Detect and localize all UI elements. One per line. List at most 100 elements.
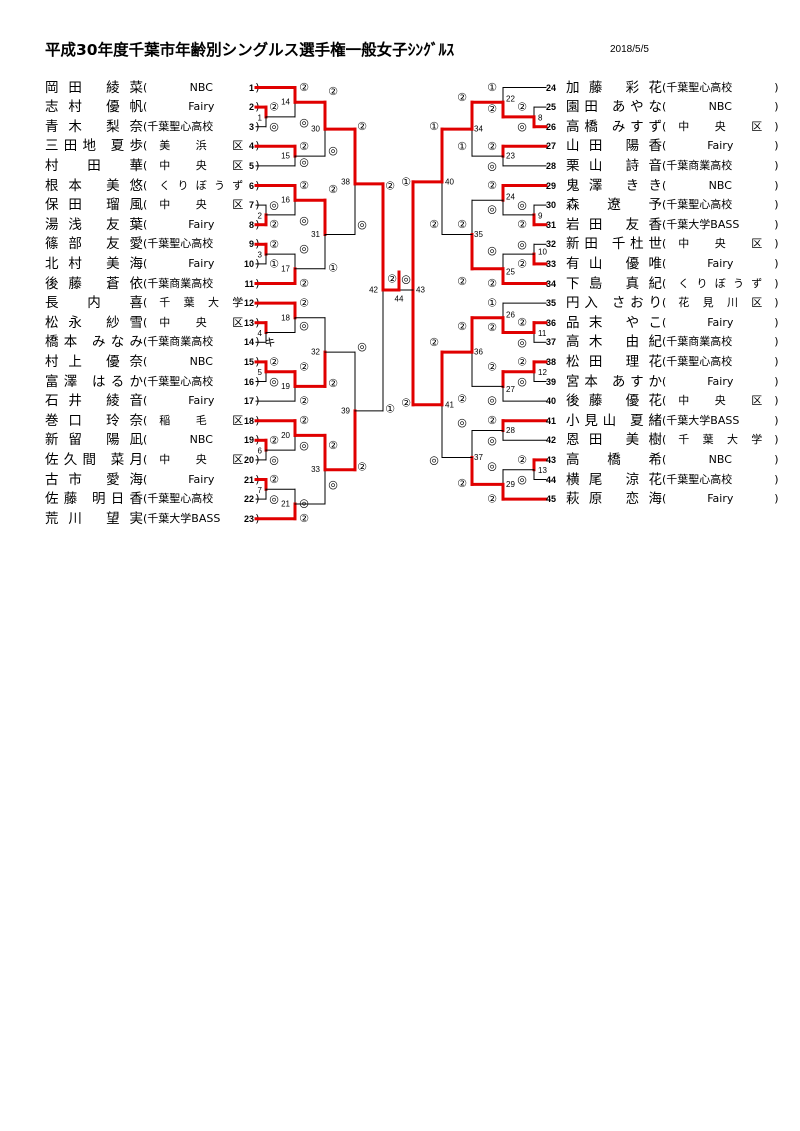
score-mark: ◎ xyxy=(517,238,527,251)
match-number: 7 xyxy=(258,486,263,495)
player-entry: 森 遼 予(千葉聖心高校) xyxy=(566,196,788,214)
seed-number: 11 xyxy=(244,278,254,289)
seed-number: 27 xyxy=(546,141,557,152)
player-name: 篠部 友愛 xyxy=(45,236,143,253)
player-entry: 山田 陽香(Fairy) xyxy=(566,137,788,155)
score-mark: ② xyxy=(517,101,527,114)
match-number: 5 xyxy=(258,368,263,377)
score-mark: ① xyxy=(457,140,467,153)
player-entry: 新田 千杜世(中央区) xyxy=(566,235,788,253)
score-mark: ◎ xyxy=(429,453,439,466)
player-entry: 円入 さおり(花見川区) xyxy=(566,294,788,312)
score-mark: ◎ xyxy=(328,144,338,157)
seed-number: 36 xyxy=(546,317,557,328)
score-mark: ② xyxy=(299,81,309,94)
seed-number: 39 xyxy=(546,376,557,387)
seed-number: 20 xyxy=(243,454,254,465)
score-mark: ◎ xyxy=(269,453,279,466)
seed-number: 40 xyxy=(546,396,557,407)
player-name: 松田 理花 xyxy=(566,353,662,370)
score-mark: ◎ xyxy=(487,459,497,472)
score-mark: ② xyxy=(457,91,467,104)
match-number: 18 xyxy=(281,313,290,322)
score-mark: ② xyxy=(457,393,467,406)
seed-number: 10 xyxy=(243,258,254,269)
match-number: 20 xyxy=(281,431,290,440)
score-mark: ② xyxy=(328,183,338,196)
player-affiliation: (千葉聖心高校) xyxy=(662,80,779,94)
player-name: 湯浅 友葉 xyxy=(45,216,143,233)
score-mark: ◎ xyxy=(269,120,279,133)
match-number: 42 xyxy=(369,286,378,295)
match-number: 25 xyxy=(506,267,515,276)
seed-number: 28 xyxy=(546,160,557,171)
player-entry: 佐久間 菜月(中央区) xyxy=(45,451,269,469)
player-affiliation: (千葉大学) xyxy=(662,433,779,447)
match-number: 37 xyxy=(474,453,483,462)
player-entry: 村 田 華(中央区) xyxy=(45,157,269,175)
match-number: 11 xyxy=(538,329,547,338)
player-affiliation: (千葉聖心高校) xyxy=(143,119,260,133)
player-name: 森 遼 予 xyxy=(566,197,662,214)
player-entry: 有山 優唯(Fairy) xyxy=(566,255,788,273)
match-number: 2 xyxy=(258,211,263,220)
match-number: 23 xyxy=(506,152,515,161)
score-mark: ◎ xyxy=(401,273,411,286)
player-entry: 村上 優奈(NBC) xyxy=(45,353,269,371)
match-number: 28 xyxy=(506,426,515,435)
match-number: 24 xyxy=(506,193,515,202)
player-name: 三田地 夏歩 xyxy=(45,138,143,155)
score-mark: ② xyxy=(385,179,395,192)
score-mark: ② xyxy=(457,218,467,231)
score-mark: ◎ xyxy=(487,203,497,216)
match-number: 10 xyxy=(538,248,547,257)
player-name: 園田 あやな xyxy=(566,99,662,116)
score-mark: ② xyxy=(299,360,309,373)
player-affiliation: (Fairy) xyxy=(143,256,260,270)
player-entry: 宮本 あすか(Fairy) xyxy=(566,373,788,391)
score-mark: ◎ xyxy=(269,375,279,388)
score-mark: ② xyxy=(299,277,309,290)
seed-number: 31 xyxy=(546,219,557,230)
player-entry: 高 橋 希(NBC) xyxy=(566,451,788,469)
player-affiliation: (花見川区) xyxy=(662,296,779,310)
player-name: 石井 綾音 xyxy=(45,393,143,410)
player-entry: 下島 真紀(くりぼうず) xyxy=(566,275,788,293)
score-mark: ◎ xyxy=(299,155,309,168)
seed-number: 35 xyxy=(546,298,557,309)
score-mark: ② xyxy=(487,360,497,373)
player-name: 萩原 恋海 xyxy=(566,491,662,508)
player-affiliation: (NBC) xyxy=(662,100,779,114)
player-name: 有山 優唯 xyxy=(566,255,662,272)
seed-number: 3 xyxy=(248,121,254,132)
player-entry: 荒川 望実(千葉大学BASS) xyxy=(45,510,269,528)
player-name: 橋本 みなみ xyxy=(45,334,143,351)
match-number: 6 xyxy=(258,447,263,456)
player-affiliation: (千葉聖心高校) xyxy=(662,198,779,212)
score-mark: ◎ xyxy=(517,473,527,486)
match-number: 3 xyxy=(258,251,263,260)
player-affiliation: (千葉聖心高校) xyxy=(143,492,260,506)
player-name: 北村 美海 xyxy=(45,255,143,272)
player-entry: 加藤 彩花(千葉聖心高校) xyxy=(566,79,788,97)
score-mark: ◎ xyxy=(357,340,367,353)
player-name: 荒川 望実 xyxy=(45,510,143,527)
player-name: 宮本 あすか xyxy=(566,373,662,390)
seed-number: 12 xyxy=(243,298,254,309)
match-number: 43 xyxy=(416,286,425,295)
player-name: 加藤 彩花 xyxy=(566,79,662,96)
seed-number: 5 xyxy=(248,160,254,171)
match-number: 34 xyxy=(474,125,483,134)
seed-number: 18 xyxy=(243,415,254,426)
score-mark: ② xyxy=(357,460,367,473)
score-mark: ② xyxy=(429,218,439,231)
score-mark: ② xyxy=(517,316,527,329)
player-name: 鬼澤 きき xyxy=(566,177,662,194)
player-affiliation: (千葉商業高校) xyxy=(143,335,260,349)
seed-number: 9 xyxy=(248,239,254,250)
seed-number: 32 xyxy=(546,239,557,250)
player-affiliation: (中央区) xyxy=(662,394,779,408)
player-entry: 栗山 詩音(千葉商業高校) xyxy=(566,157,788,175)
player-entry: 北村 美海(Fairy) xyxy=(45,255,269,273)
seed-number: 41 xyxy=(546,415,557,426)
